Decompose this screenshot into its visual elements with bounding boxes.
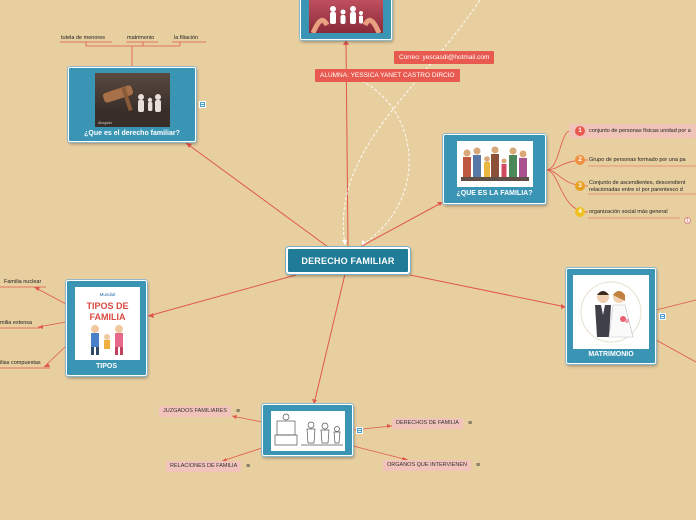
link-central-tipos [147, 274, 297, 317]
image-watermark: Abogado [98, 121, 112, 125]
derecho-familiar-title: ¿Que es el derecho familiar? [84, 130, 180, 137]
item-3-text[interactable]: Conjunto de ascendientes, descendient re… [589, 180, 685, 193]
organos-que-intervienen-label[interactable]: ORGANOS QUE INTERVIENEN [383, 460, 471, 471]
tipos-de-familia-image: Mundial TIPOS DE FAMILIA [75, 287, 140, 360]
image-title-line-1: TIPOS DE [86, 301, 128, 311]
item-1-text[interactable]: conjunto de personas físicas unidad por … [589, 128, 691, 134]
note-icon[interactable] [659, 313, 666, 320]
menu-icon[interactable]: ≡ [246, 463, 251, 470]
family-hands-image [309, 0, 383, 33]
item-3-text-line-2: relacionadas entre sí por parentesco d [589, 186, 683, 193]
link-central-derecho [185, 142, 329, 248]
que-es-la-familia-card[interactable]: ¿QUE ES LA FAMILIA? [443, 134, 546, 204]
link-tipos-subs [0, 286, 67, 369]
item-3-badge: 3 [575, 181, 585, 191]
sub-matrimonio[interactable]: matrimonio [127, 35, 155, 41]
sub-familia-nuclear[interactable]: Familia nuclear [4, 279, 42, 285]
link-derecho-subs [60, 41, 206, 67]
matrimonio-title: MATRIMONIO [588, 351, 634, 358]
sub-familia-extensa[interactable]: milia extensa [0, 320, 33, 326]
tipos-card[interactable]: Mundial TIPOS DE FAMILIA TIPOS [66, 280, 147, 376]
menu-icon[interactable]: ≡ [236, 408, 241, 415]
link-familia-items-underline [588, 136, 696, 219]
link-organos-subs [221, 415, 409, 462]
wedding-couple-image [573, 275, 649, 349]
organos-card[interactable] [262, 404, 353, 456]
menu-icon[interactable]: ≡ [468, 420, 473, 427]
derechos-de-familia-label[interactable]: DERECHOS DE FAMILIA [392, 418, 463, 429]
tipos-title: TIPOS [95, 363, 117, 370]
item-4-badge: 4 [575, 207, 585, 217]
dashed-link-alumna [359, 79, 410, 246]
top-image-card[interactable] [300, 0, 392, 40]
note-icon[interactable] [356, 427, 363, 434]
menu-icon[interactable]: ≡ [476, 462, 481, 469]
image-brand: Mundial [100, 292, 116, 297]
juzgados-familiares-label[interactable]: JUZGADOS FAMILIARES [159, 406, 231, 417]
link-familia-items [545, 130, 589, 213]
family-group-image [457, 141, 533, 187]
court-sketch-image [271, 411, 345, 451]
item-1-highlight [569, 124, 696, 138]
link-central-organos [313, 273, 346, 405]
link-matrimonio-right [655, 299, 696, 363]
sub-tutela-de-menores[interactable]: tutela de menores [61, 35, 106, 41]
derecho-familiar-card[interactable]: Abogado ¿Que es el derecho familiar? [68, 67, 196, 142]
matrimonio-card[interactable]: MATRIMONIO [566, 268, 656, 364]
image-title-line-2: FAMILIA [90, 312, 126, 322]
gavel-family-image: Abogado [95, 73, 170, 127]
que-es-la-familia-title: ¿QUE ES LA FAMILIA? [456, 190, 533, 197]
sub-familias-compuestas[interactable]: ilias compuestas [0, 360, 41, 366]
sub-la-filiacion[interactable]: la filiación [174, 35, 199, 41]
link-central-matrimonio [409, 274, 567, 308]
link-central-familia [359, 201, 444, 248]
item-2-badge: 2 [575, 155, 585, 165]
note-icon[interactable] [199, 101, 206, 108]
relaciones-de-familia-label[interactable]: RELACIONES DE FAMILIA [166, 461, 242, 472]
item-1-badge: 1 [575, 126, 585, 136]
dashed-link-email [342, 0, 481, 246]
item-4-text[interactable]: organización social más general [589, 209, 668, 215]
item-2-text[interactable]: Grupo de personas formado por una pa [589, 157, 686, 163]
alumna-tag[interactable]: ALUMNA: YESSICA YANET CASTRO DIRCIO [315, 69, 460, 82]
collapsed-count-badge[interactable]: 1 [684, 217, 691, 224]
item-3-text-line-1: Conjunto de ascendientes, descendient [589, 180, 686, 186]
central-topic[interactable]: DERECHO FAMILIAR [286, 247, 410, 274]
email-tag[interactable]: Correo: yescasdi@hotmail.com [394, 51, 495, 64]
